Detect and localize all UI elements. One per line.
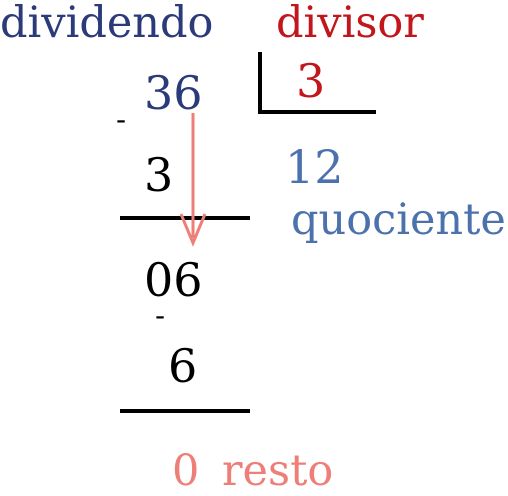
first-subtrahend: 3 bbox=[144, 148, 174, 202]
dividend-value: 36 bbox=[144, 66, 203, 120]
quotient-label: quociente bbox=[291, 195, 506, 245]
divisor-value: 3 bbox=[296, 54, 326, 108]
quotient-value: 12 bbox=[285, 140, 344, 194]
divisor-label: divisor bbox=[276, 0, 424, 48]
minus-sign-first: - bbox=[116, 103, 127, 136]
remainder-value: 0 bbox=[172, 446, 200, 496]
division-bracket-vertical bbox=[258, 52, 262, 114]
remainder-label: resto bbox=[222, 446, 334, 496]
subtraction-line-first bbox=[120, 216, 250, 220]
dividend-label: dividendo bbox=[0, 0, 214, 48]
subtraction-line-second bbox=[120, 409, 250, 413]
partial-dividend: 06 bbox=[144, 253, 203, 307]
division-bracket-horizontal bbox=[258, 110, 376, 114]
second-subtrahend: 6 bbox=[168, 339, 198, 393]
minus-sign-second: - bbox=[155, 299, 166, 332]
